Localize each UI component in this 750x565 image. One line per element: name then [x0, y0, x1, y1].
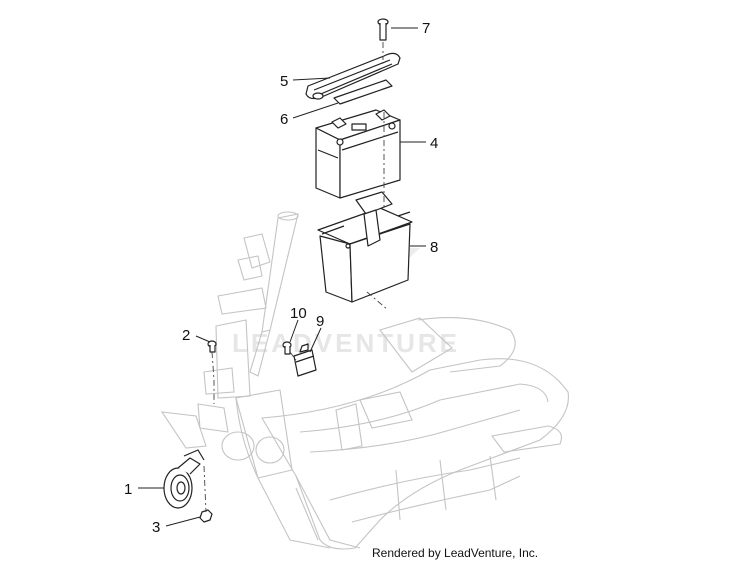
leader-lines [138, 27, 426, 527]
part-7-screw [377, 18, 389, 41]
part-3-nut [199, 509, 213, 523]
callout-5: 5 [280, 73, 288, 90]
footer-credit: Rendered by LeadVenture, Inc. [372, 546, 539, 560]
part-5-battery-strap [305, 52, 401, 100]
callout-10: 10 [290, 305, 307, 322]
callout-3: 3 [152, 519, 160, 536]
part-6-pad [333, 79, 393, 105]
part-2-bolt [207, 340, 217, 353]
assembly-lines [203, 42, 389, 513]
callout-4: 4 [430, 135, 438, 152]
part-10-screw [282, 341, 292, 355]
callout-6: 6 [280, 111, 288, 128]
callout-9: 9 [316, 313, 324, 330]
part-1-horn [163, 449, 205, 509]
scooter-frame [160, 211, 569, 550]
part-4-battery [315, 109, 401, 199]
callout-7: 7 [422, 20, 430, 37]
callout-8: 8 [430, 239, 438, 256]
callout-2: 2 [182, 327, 190, 344]
callouts: 7 5 6 4 8 10 9 2 1 3 [124, 20, 438, 536]
part-8-battery-box [317, 191, 413, 303]
part-9-relay [293, 343, 317, 377]
callout-1: 1 [124, 481, 132, 498]
